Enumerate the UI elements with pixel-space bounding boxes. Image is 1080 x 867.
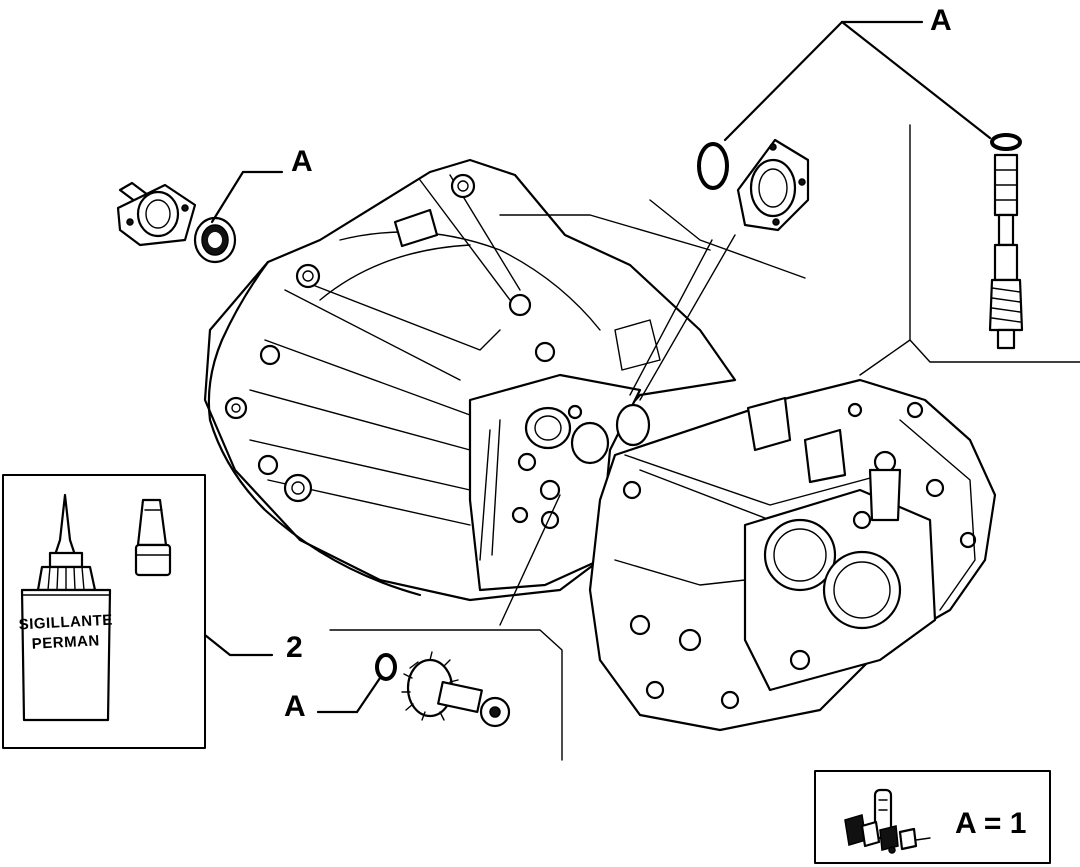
o-ring-bottom [375, 653, 397, 681]
kit-legend-box: A = 1 [814, 770, 1051, 864]
input-bearing-flange [116, 181, 197, 247]
oil-seal-left [193, 216, 237, 264]
sealant-box: SIGILLANTE PERMAN [2, 474, 206, 749]
gearbox-housing [588, 378, 997, 732]
kit-parts-icon [844, 788, 931, 854]
speedometer-driven-gear [401, 651, 511, 728]
clutch-housing [203, 158, 737, 602]
sealant-tube-text-line1: SIGILLANTE [18, 612, 113, 634]
callout-a-bottom: A [284, 690, 306, 723]
leader-lines [203, 20, 1080, 761]
kit-quantity-text: A = 1 [955, 807, 1026, 840]
sealant-tube-text-line2: PERMAN [31, 632, 100, 653]
output-seal-flange [736, 138, 810, 232]
callout-2-sealant: 2 [286, 631, 303, 664]
callout-a-upper-left: A [291, 145, 313, 178]
callout-a-top: A [930, 4, 952, 37]
o-ring-top [697, 142, 729, 190]
speedometer-drive-shaft [988, 133, 1024, 350]
